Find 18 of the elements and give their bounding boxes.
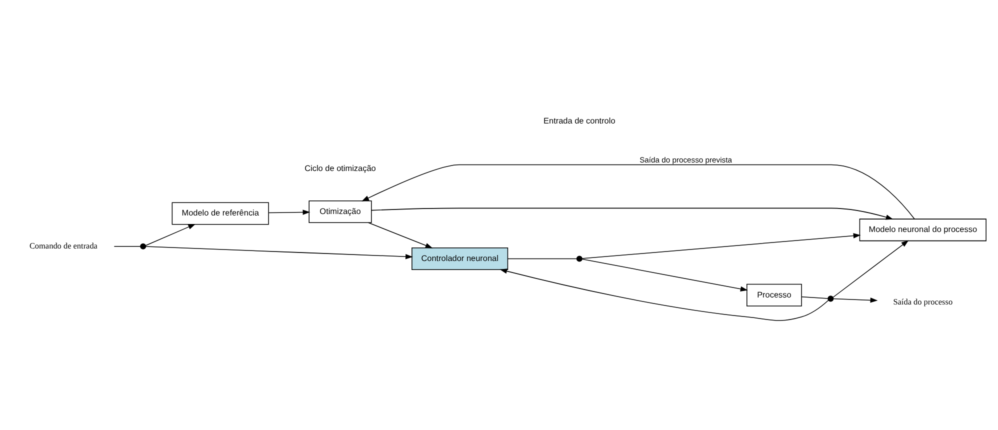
arrow <box>581 258 748 291</box>
arrow <box>832 240 908 298</box>
arrow <box>370 207 893 220</box>
node-text: Saída do processo <box>892 296 952 306</box>
connector <box>506 258 577 259</box>
arrow <box>268 209 310 214</box>
connector <box>800 296 828 298</box>
arrow <box>144 246 412 259</box>
node-circle <box>140 242 146 249</box>
arrow <box>499 268 828 320</box>
node-text: Comando de entrada <box>28 241 97 250</box>
arrow <box>144 223 196 246</box>
arrow <box>581 232 860 258</box>
arrow <box>361 164 914 219</box>
arrow <box>367 222 432 248</box>
arrow <box>832 297 878 302</box>
node-circle <box>576 255 582 262</box>
node-circle <box>827 295 834 302</box>
